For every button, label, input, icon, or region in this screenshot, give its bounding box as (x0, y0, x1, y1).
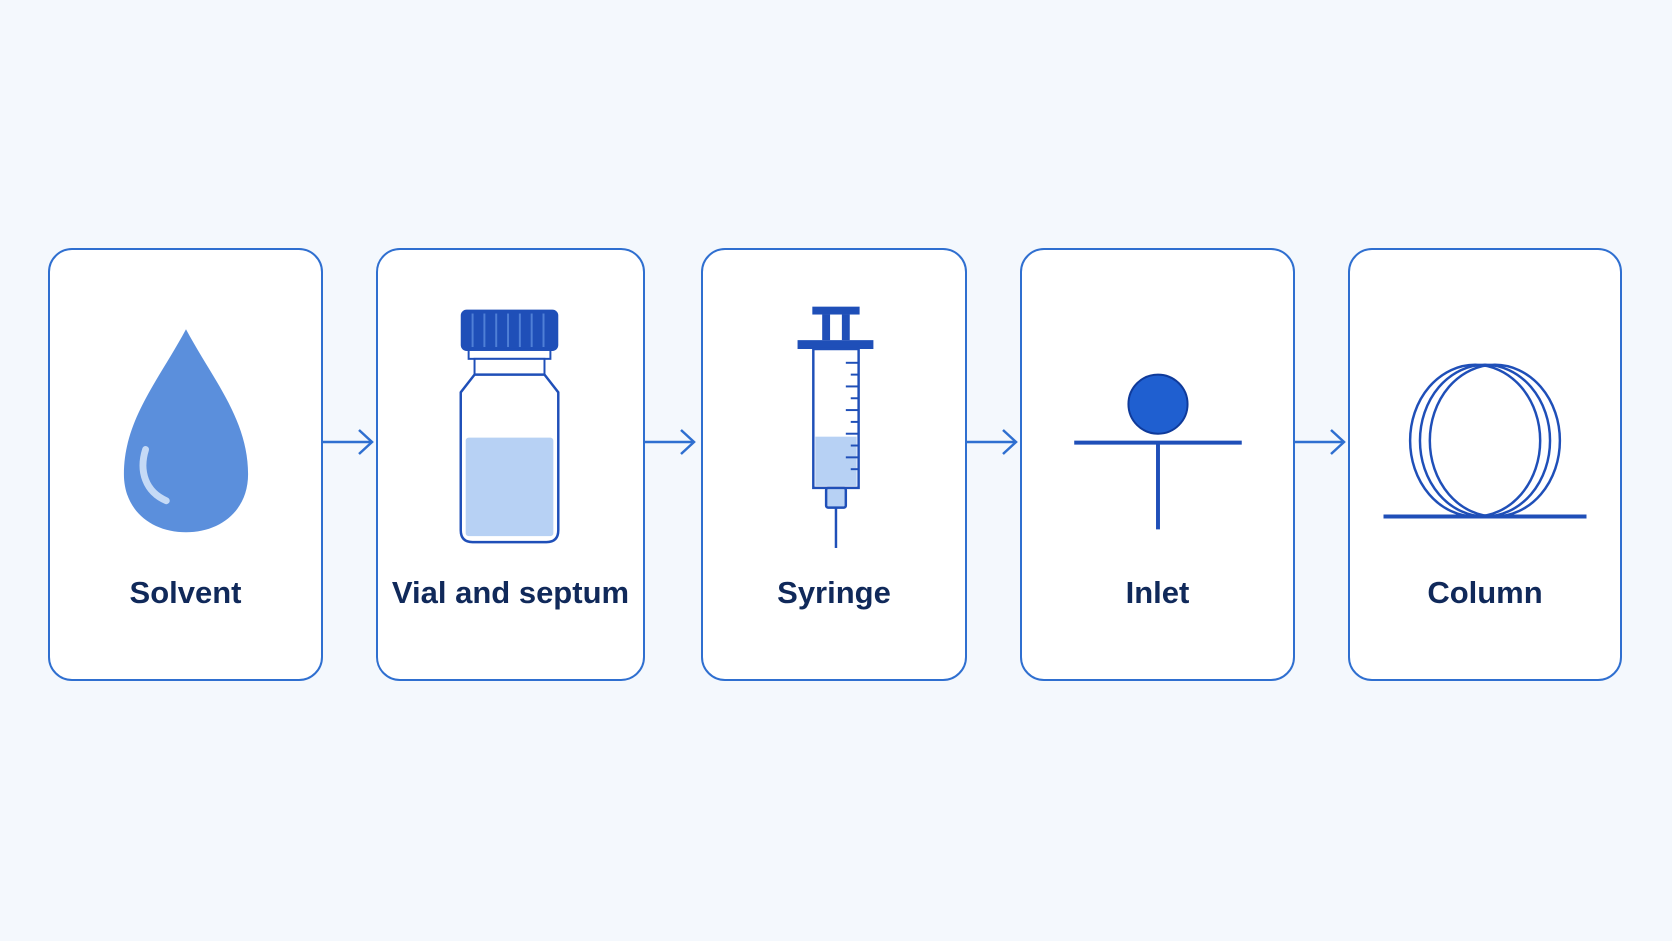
flow-arrow-1 (323, 429, 374, 455)
inlet-icon (1074, 373, 1242, 530)
syringe-icon (797, 306, 874, 548)
step-label-solvent: Solvent (129, 575, 242, 610)
flow-arrow-2 (645, 429, 696, 455)
step-card-vial-and-septum: Vial and septum (376, 248, 645, 681)
step-card-inlet: Inlet (1020, 248, 1295, 681)
step-label-vial-and-septum: Vial and septum (391, 575, 630, 610)
flow-arrow-4 (1295, 429, 1346, 455)
step-label-inlet: Inlet (1125, 575, 1190, 610)
flow-arrow-3 (967, 429, 1018, 455)
step-card-column: Column (1348, 248, 1622, 681)
step-card-solvent: Solvent (48, 248, 323, 681)
step-label-syringe: Syringe (777, 575, 891, 610)
column-coil-icon (1383, 363, 1587, 519)
droplet-icon (123, 329, 249, 533)
step-label-column: Column (1427, 575, 1543, 610)
vial-icon (459, 309, 560, 544)
step-card-syringe: Syringe (701, 248, 967, 681)
